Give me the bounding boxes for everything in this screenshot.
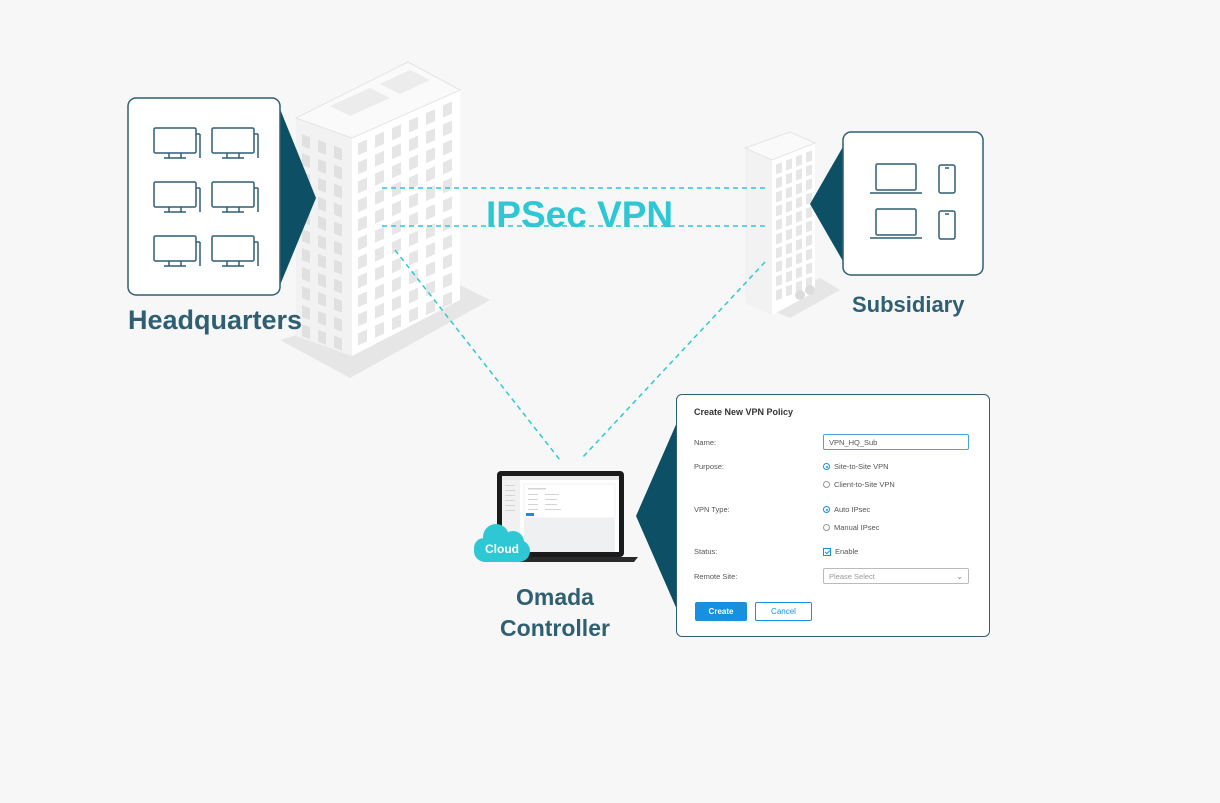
desktop-monitor-icon xyxy=(211,181,259,213)
headquarters-label: Headquarters xyxy=(128,305,303,335)
smartphone-icon xyxy=(938,164,956,194)
desktop-monitor-icon xyxy=(153,235,201,267)
laptop-icon xyxy=(870,163,922,194)
vpn-type-option-label: Auto IPsec xyxy=(834,505,871,514)
vpn-type-option-auto[interactable]: Auto IPsec xyxy=(823,505,870,514)
status-label: Status: xyxy=(694,547,718,556)
radio-selected-icon xyxy=(823,506,830,513)
vpn-policy-panel: Create New VPN Policy Name: Purpose: Sit… xyxy=(676,394,990,637)
remote-site-select[interactable]: Please Select ⌄ xyxy=(823,568,969,584)
subsidiary-device-panel xyxy=(810,131,984,276)
omada-controller-label: Omada Controller xyxy=(490,582,620,644)
remote-site-placeholder: Please Select xyxy=(829,571,875,581)
ipsec-vpn-label: IPSec VPN xyxy=(486,194,674,235)
smartphone-icon xyxy=(938,210,956,240)
desktop-monitor-icon xyxy=(153,181,201,213)
policy-panel-pointer xyxy=(636,420,678,612)
cancel-button[interactable]: Cancel xyxy=(755,602,812,621)
laptop-icon xyxy=(870,208,922,239)
policy-name-input[interactable] xyxy=(823,434,969,450)
radio-unselected-icon xyxy=(823,524,830,531)
vpn-links xyxy=(382,187,766,461)
purpose-option-client-to-site[interactable]: Client-to-Site VPN xyxy=(823,480,895,489)
vpn-type-option-label: Manual IPsec xyxy=(834,523,880,532)
hq-building xyxy=(280,61,490,378)
policy-title: Create New VPN Policy xyxy=(694,407,794,417)
radio-unselected-icon xyxy=(823,481,830,488)
vpn-type-option-manual[interactable]: Manual IPsec xyxy=(823,523,879,532)
status-enable-checkbox[interactable]: Enable xyxy=(823,547,858,556)
controller-label-line2: Controller xyxy=(500,615,610,641)
radio-selected-icon xyxy=(823,463,830,470)
desktop-monitor-icon xyxy=(211,127,259,159)
status-option-label: Enable xyxy=(835,547,859,556)
create-button[interactable]: Create xyxy=(695,602,747,621)
name-label: Name: xyxy=(694,438,717,447)
vpn-type-label: VPN Type: xyxy=(694,505,730,514)
controller-label-line1: Omada xyxy=(516,584,594,610)
purpose-option-label: Client-to-Site VPN xyxy=(834,480,895,489)
desktop-monitor-icon xyxy=(153,127,201,159)
purpose-option-site-to-site[interactable]: Site-to-Site VPN xyxy=(823,462,889,471)
cloud-label: Cloud xyxy=(485,542,519,556)
subsidiary-building xyxy=(743,131,840,318)
checkbox-checked-icon xyxy=(823,547,831,556)
controller-laptop xyxy=(486,471,638,562)
hq-device-panel xyxy=(127,97,316,296)
subsidiary-label: Subsidiary xyxy=(852,292,965,317)
purpose-label: Purpose: xyxy=(694,462,725,471)
chevron-down-icon: ⌄ xyxy=(956,571,963,581)
remote-site-label: Remote Site: xyxy=(694,572,738,581)
purpose-option-label: Site-to-Site VPN xyxy=(834,462,889,471)
desktop-monitor-icon xyxy=(211,235,259,267)
cloud-icon xyxy=(474,524,530,562)
